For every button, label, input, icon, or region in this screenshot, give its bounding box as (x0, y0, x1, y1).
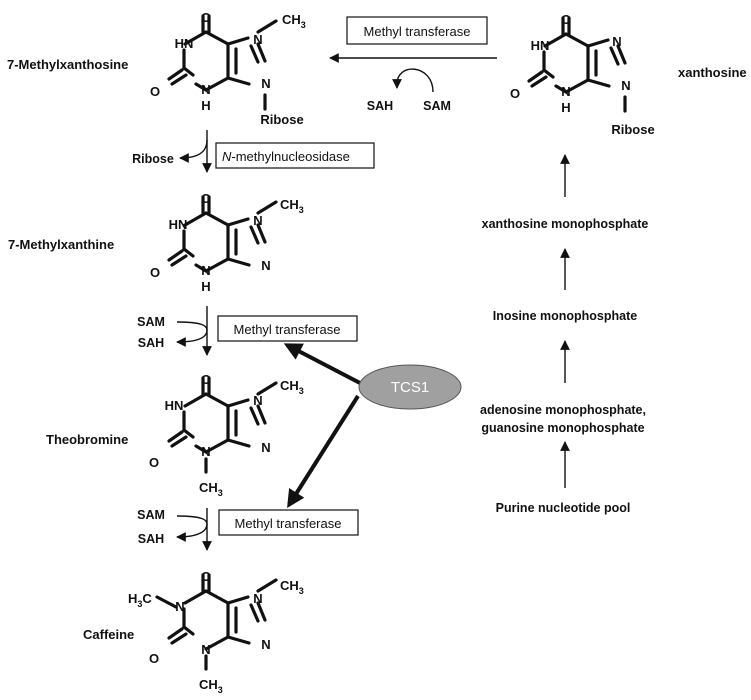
svg-text:O: O (149, 651, 159, 666)
methyl-transferase-middle-box (217, 315, 358, 342)
svg-text:Ribose: Ribose (611, 122, 654, 137)
svg-text:N: N (253, 393, 262, 408)
methylxanthosine-atoms: O HN O N H N N CH3 Ribose (150, 10, 306, 127)
xanthosine-label: xanthosine (678, 65, 747, 80)
methylxanthine-structure (167, 195, 278, 273)
svg-text:N: N (621, 78, 630, 93)
ch3-label: CH3 (199, 480, 223, 498)
svg-text:N: N (612, 34, 621, 49)
sam-to-sah-curve-middle (176, 321, 208, 347)
sah-label-middle: SAH (138, 336, 164, 350)
svg-text:N: N (253, 591, 262, 606)
svg-text:O: O (150, 84, 160, 99)
svg-text:O: O (201, 10, 211, 25)
methylxanthine-atoms: O HN O N H N N CH3 (150, 191, 304, 294)
svg-text:O: O (150, 265, 160, 280)
methyl-transferase-top-box (346, 16, 488, 45)
ch3-label: CH3 (282, 12, 306, 30)
svg-text:HN: HN (175, 36, 194, 51)
tcs1-to-middle-mt-arrow (283, 343, 361, 385)
tcs1-node (358, 364, 462, 410)
theobromine-atoms: O HN O N N N CH3 CH3 (149, 372, 304, 498)
xanthosine-structure (527, 16, 627, 113)
sah-label-bottom: SAH (138, 532, 164, 546)
methyl-transferase-top-label: Methyl transferase (364, 24, 471, 39)
svg-text:H: H (201, 98, 210, 113)
ch3-label: CH3 (199, 677, 223, 695)
svg-text:N: N (201, 642, 210, 657)
ch3-label: CH3 (280, 197, 304, 215)
methylxanthine-label: 7-Methylxanthine (8, 237, 114, 252)
svg-text:N: N (261, 637, 270, 652)
purine-pool-label: Purine nucleotide pool (496, 501, 631, 515)
svg-text:N: N (201, 444, 210, 459)
methyl-transferase-middle-label: Methyl transferase (234, 322, 341, 337)
nucleosidase-box (215, 142, 375, 169)
svg-text:N: N (253, 213, 262, 228)
svg-text:HN: HN (531, 38, 550, 53)
svg-text:N: N (261, 258, 270, 273)
svg-text:H: H (561, 100, 570, 115)
imp-label: Inosine monophosphate (493, 309, 637, 323)
svg-text:N: N (561, 84, 570, 99)
theobromine-label: Theobromine (46, 432, 128, 447)
tcs1-label: TCS1 (391, 379, 429, 396)
h3c-label: H3C (128, 591, 152, 609)
sam-to-sah-curve-top (392, 68, 434, 93)
sah-label-top: SAH (367, 99, 393, 113)
xanthosine-atoms: O HN O N H N N Ribose (510, 12, 655, 137)
caffeine-atoms: O N O N N N CH3 CH3 H3C (128, 569, 304, 695)
sam-label-top: SAM (423, 99, 451, 113)
methyl-transferase-bottom-label: Methyl transferase (235, 516, 342, 531)
svg-text:HN: HN (165, 398, 184, 413)
methyl-transferase-bottom-box (218, 509, 359, 536)
ribose-release-curve (179, 139, 208, 163)
svg-text:Ribose: Ribose (260, 112, 303, 127)
theobromine-structure (167, 376, 278, 474)
sam-label-bottom: SAM (137, 508, 165, 522)
svg-text:N: N (261, 76, 270, 91)
ch3-label: CH3 (280, 378, 304, 396)
amp-label: adenosine monophosphate, (480, 403, 646, 417)
xmp-label: xanthosine monophosphate (482, 217, 649, 231)
svg-text:N: N (201, 82, 210, 97)
svg-text:H: H (201, 279, 210, 294)
svg-text:O: O (201, 191, 211, 206)
gmp-label: guanosine monophosphate (481, 421, 644, 435)
svg-text:O: O (561, 12, 571, 27)
tcs1-to-bottom-mt-arrow (287, 394, 360, 509)
methylxanthosine-structure (167, 14, 278, 111)
sam-to-sah-curve-bottom (176, 515, 208, 542)
svg-text:O: O (201, 372, 211, 387)
svg-text:N: N (261, 440, 270, 455)
ch3-label: CH3 (280, 578, 304, 596)
methylxanthosine-label: 7-Methylxanthosine (7, 57, 128, 72)
svg-text:O: O (510, 86, 520, 101)
svg-text:O: O (149, 455, 159, 470)
svg-text:HN: HN (169, 217, 188, 232)
nucleosidase-label: N-methylnucleosidase (222, 149, 350, 164)
caffeine-structure (155, 573, 278, 671)
caffeine-label: Caffeine (83, 627, 134, 642)
svg-text:N: N (201, 263, 210, 278)
svg-text:N: N (175, 599, 184, 614)
svg-text:N: N (253, 32, 262, 47)
sam-label-middle: SAM (137, 315, 165, 329)
svg-text:O: O (201, 569, 211, 584)
ribose-release-label: Ribose (132, 152, 174, 166)
